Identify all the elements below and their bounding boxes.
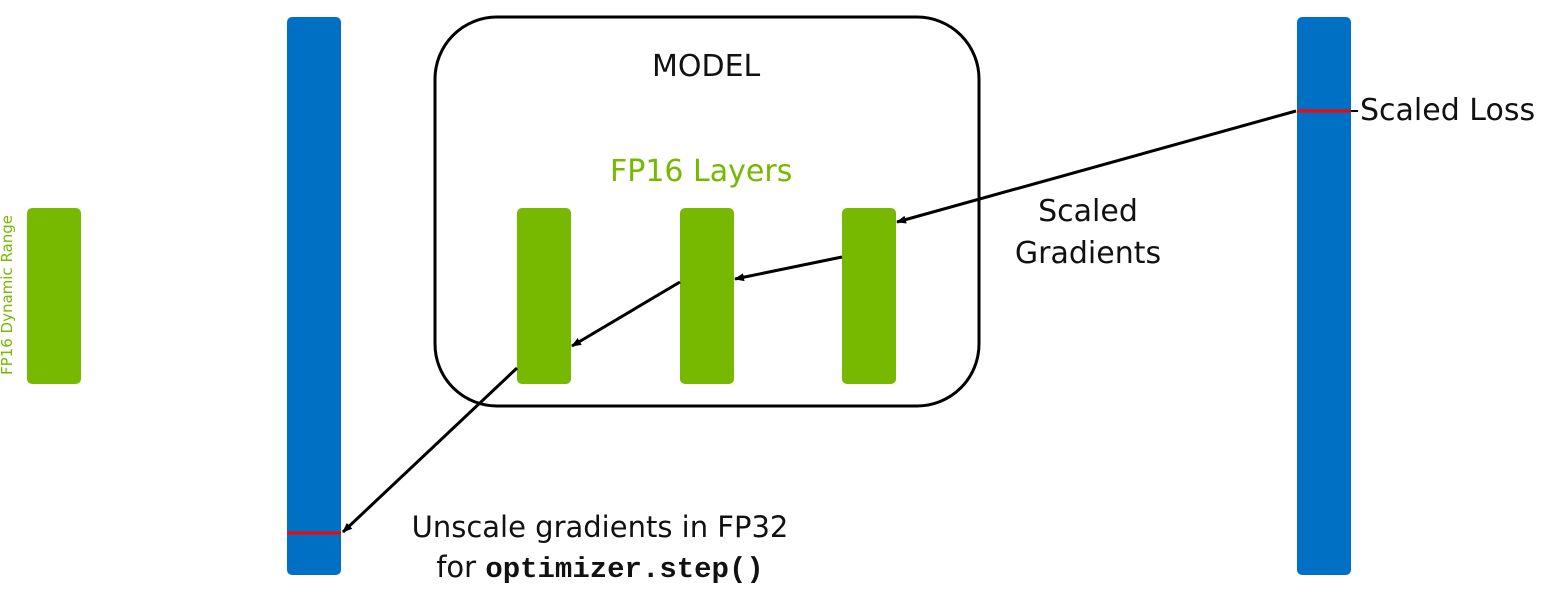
fp16-layer-2 bbox=[680, 208, 734, 384]
arrow-layer-2-to-layer-1 bbox=[571, 280, 681, 348]
scaled-gradients-line2: Gradients bbox=[1014, 236, 1162, 271]
unscale-gradients-label: Unscale gradients in FP32 for optimizer.… bbox=[380, 508, 820, 589]
arrow-layer-3-to-layer-2 bbox=[734, 255, 843, 282]
fp32-loss-bar bbox=[1297, 17, 1351, 575]
arrow-loss-to-layer-3 bbox=[896, 109, 1297, 224]
model-box bbox=[433, 15, 981, 408]
scaled-gradients-line1: Scaled bbox=[1038, 194, 1138, 229]
fp16-range-bar bbox=[27, 208, 81, 384]
unscale-line2-prefix: for bbox=[436, 550, 486, 584]
fp16-layers-label: FP16 Layers bbox=[610, 154, 793, 189]
unscale-line2: for optimizer.step() bbox=[380, 548, 820, 589]
unscale-line1: Unscale gradients in FP32 bbox=[411, 510, 789, 544]
model-title: MODEL bbox=[652, 49, 761, 84]
scaled-gradients-label: Scaled Gradients bbox=[1008, 193, 1168, 273]
fp16-layer-1 bbox=[517, 208, 571, 384]
scaled-loss-label: Scaled Loss bbox=[1360, 93, 1536, 128]
fp16-layer-3 bbox=[842, 208, 896, 384]
arrow-layer-1-to-fp32 bbox=[341, 366, 519, 534]
fp16-dynamic-range-label: FP16 Dynamic Range bbox=[0, 215, 16, 375]
fp32-weights-bar bbox=[287, 17, 341, 575]
optimizer-step-code: optimizer.step() bbox=[485, 553, 764, 586]
